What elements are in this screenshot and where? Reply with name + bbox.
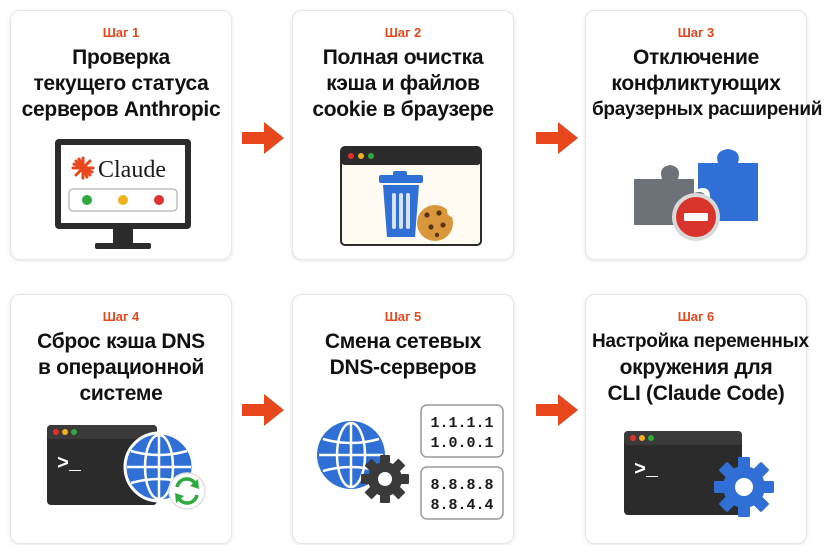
globe-gear-icon: 1.1.1.1 1.0.0.1 8.8.8.8 8.8.4.4 <box>317 404 504 520</box>
status-dot-red <box>154 195 164 205</box>
arrow-right-icon <box>536 122 578 154</box>
step-label: Шаг 3 <box>677 25 715 40</box>
step-card-5: Шаг 5 Смена сетевых DNS-серверов <box>292 294 514 544</box>
disabled-icon <box>672 193 720 241</box>
step-title: Отключение конфликтующих браузерных расш… <box>592 46 823 120</box>
claude-brand-text: Claude <box>98 157 166 183</box>
svg-text:8.8.8.8: 8.8.8.8 <box>430 477 493 494</box>
dns-box-primary <box>420 404 504 458</box>
refresh-icon <box>168 472 206 510</box>
svg-text:8.8.4.4: 8.8.4.4 <box>430 497 493 514</box>
step-label: Шаг 1 <box>102 25 140 40</box>
terminal-prompt: >_ <box>634 459 659 482</box>
monitor-icon: Claude <box>55 139 191 249</box>
arrow-right-icon <box>242 122 284 154</box>
step-title: Сброс кэша DNS в операционной системе <box>37 330 205 405</box>
trash-icon <box>379 171 423 237</box>
browser-trash-cookie-icon <box>340 146 482 246</box>
status-dot-green <box>82 195 92 205</box>
step-title: Проверка текущего статуса серверов Anthr… <box>21 46 221 121</box>
cookie-icon <box>417 205 459 241</box>
arrow-right-icon <box>242 394 284 426</box>
step-card-4: Шаг 4 Сброс кэша DNS в операционной сист… <box>10 294 232 544</box>
globe-icon <box>317 421 385 489</box>
gear-icon <box>361 455 409 503</box>
step-title: Смена сетевых DNS-серверов <box>324 330 482 379</box>
arrow-right-icon <box>536 394 578 426</box>
gear-icon <box>714 457 774 517</box>
step-title: Настройка переменных окружения для CLI (… <box>592 331 809 405</box>
terminal-prompt: >_ <box>57 453 82 476</box>
step-card-2: Шаг 2 Полная очистка кэша и файлов cooki… <box>292 10 514 260</box>
svg-text:1.1.1.1: 1.1.1.1 <box>430 415 493 432</box>
puzzle-disabled-icon <box>634 149 758 241</box>
step-label: Шаг 6 <box>677 309 715 324</box>
terminal-gear-icon: >_ <box>624 431 774 517</box>
step-card-3: Шаг 3 Отключение конфликтующих браузерны… <box>585 10 823 260</box>
status-dot-yellow <box>118 195 128 205</box>
step-label: Шаг 2 <box>384 25 422 40</box>
dns-box-secondary <box>420 466 504 520</box>
claude-logo-icon <box>71 156 95 180</box>
step-card-1: Шаг 1 Проверка текущего статуса серверов… <box>10 10 232 260</box>
step-card-6: Шаг 6 Настройка переменных окружения для… <box>585 294 809 544</box>
step-label: Шаг 5 <box>384 309 422 324</box>
step-title: Полная очистка кэша и файлов cookie в бр… <box>312 46 494 121</box>
svg-text:1.0.0.1: 1.0.0.1 <box>430 435 493 452</box>
step-label: Шаг 4 <box>102 309 140 324</box>
terminal-globe-refresh-icon: >_ <box>47 425 206 510</box>
